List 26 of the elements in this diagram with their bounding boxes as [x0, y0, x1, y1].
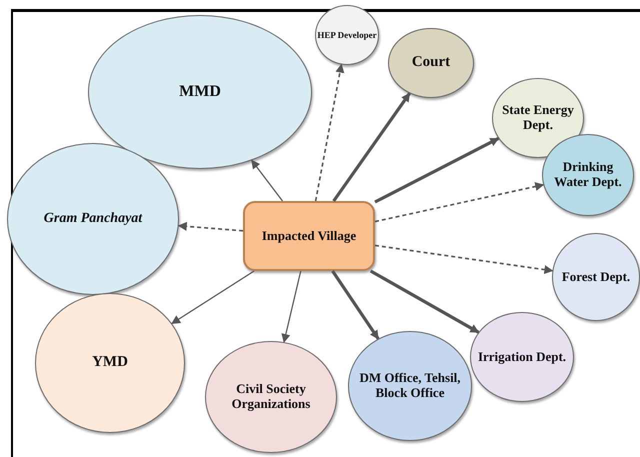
node-label: Impacted Village [262, 228, 356, 244]
stakeholder-ellipse [470, 312, 574, 402]
center-box [243, 201, 375, 271]
arrow [374, 244, 554, 274]
node-label: HEP Developer [317, 30, 377, 40]
node-label: Civil Society Organizations [230, 382, 312, 412]
node-label: State Energy Dept. [501, 103, 575, 133]
arrow [331, 270, 380, 340]
arrow [251, 160, 283, 202]
node-label: Forest Dept. [562, 270, 630, 284]
node-label: Gram Panchayat [44, 210, 142, 228]
arrow [171, 270, 254, 324]
arrow [374, 136, 500, 204]
stakeholder-ellipse [315, 5, 379, 65]
node-label: MMD [179, 82, 221, 102]
node-label: Irrigation Dept. [478, 350, 566, 364]
node-label: Drinking Water Dept. [553, 160, 623, 190]
arrow [332, 92, 411, 202]
arrow [374, 182, 544, 222]
arrow [178, 222, 244, 232]
node-label: DM Office, Tehsil, Block Office [358, 371, 462, 401]
arrow [281, 270, 302, 343]
node-label: YMD [92, 354, 128, 372]
arrow [370, 270, 480, 334]
node-label: Court [412, 54, 450, 72]
arrow [314, 64, 344, 202]
